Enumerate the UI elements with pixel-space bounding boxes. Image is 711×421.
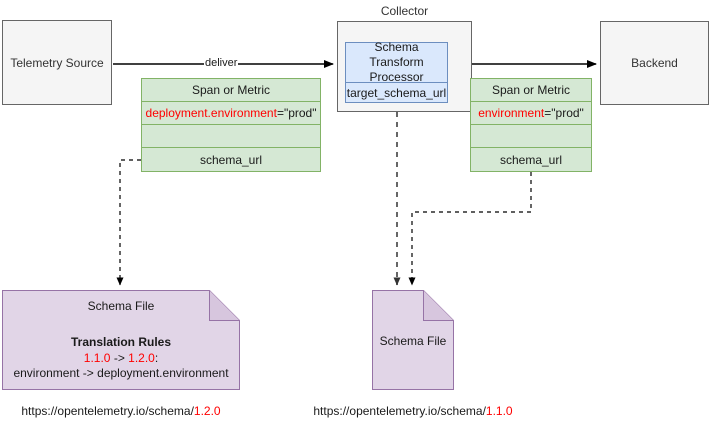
edge-label-deliver: deliver [204,57,239,69]
span-left-empty-row [142,125,320,148]
schema-transform-processor-box[interactable]: Schema Transform Processor target_schema… [345,40,448,103]
span-or-metric-right[interactable]: Span or Metric environment="prod" schema… [470,78,592,172]
telemetry-source-label: Telemetry Source [10,55,104,70]
span-left-attribute-key: deployment.environment [145,106,277,120]
schema-file-right-shape [372,290,454,390]
backend-box[interactable]: Backend [600,21,709,105]
span-left-title: Span or Metric [142,79,320,102]
backend-label: Backend [631,56,678,70]
schema-file-left-rule-versions: 1.1.0 -> 1.2.0: [2,351,240,366]
schema-file-left-rules-heading: Translation Rules [70,335,172,349]
rule-version-from: 1.1.0 [83,351,111,365]
edge-right-schema-url-to-file [408,172,532,286]
caption-right-url: https://opentelemetry.io/schema/1.1.0 [294,404,532,418]
schema-file-left-title: Schema File [87,299,155,313]
schema-file-right-title: Schema File [379,334,447,348]
span-right-title: Span or Metric [471,79,591,102]
schema-file-right[interactable]: Schema File [372,290,454,390]
rule-version-to: 1.2.0 [128,351,155,365]
span-left-attribute-value: ="prod" [276,106,317,120]
span-or-metric-left[interactable]: Span or Metric deployment.environment="p… [141,78,321,172]
caption-right-url-version: 1.1.0 [485,404,513,418]
span-right-schema-url: schema_url [499,152,563,167]
schema-file-left-rule-body: environment -> deployment.environment [13,366,229,380]
span-left-attribute: deployment.environment="prod" [142,102,320,125]
span-right-attribute-key: environment [478,106,545,120]
span-right-attribute: environment="prod" [471,102,591,125]
schema-file-left[interactable]: Schema File Translation Rules 1.1.0 -> 1… [2,290,240,390]
collector-label: Collector [380,4,429,18]
rule-arrow: -> [110,351,129,365]
caption-right-url-prefix: https://opentelemetry.io/schema/ [313,404,486,418]
rule-colon: : [154,351,159,365]
caption-left-url: https://opentelemetry.io/schema/1.2.0 [2,404,240,418]
processor-title: Schema Transform Processor [346,40,447,84]
schema-file-left-shape [2,290,240,390]
span-right-empty-row [471,125,591,148]
telemetry-source-box[interactable]: Telemetry Source [2,20,112,105]
span-right-attribute-value: ="prod" [544,106,584,120]
span-left-schema-url: schema_url [199,152,263,167]
caption-left-url-version: 1.2.0 [193,404,221,418]
processor-target-schema-url: target_schema_url [346,86,447,100]
caption-left-url-prefix: https://opentelemetry.io/schema/ [21,404,194,418]
edge-left-schema-url-to-file [116,159,141,286]
